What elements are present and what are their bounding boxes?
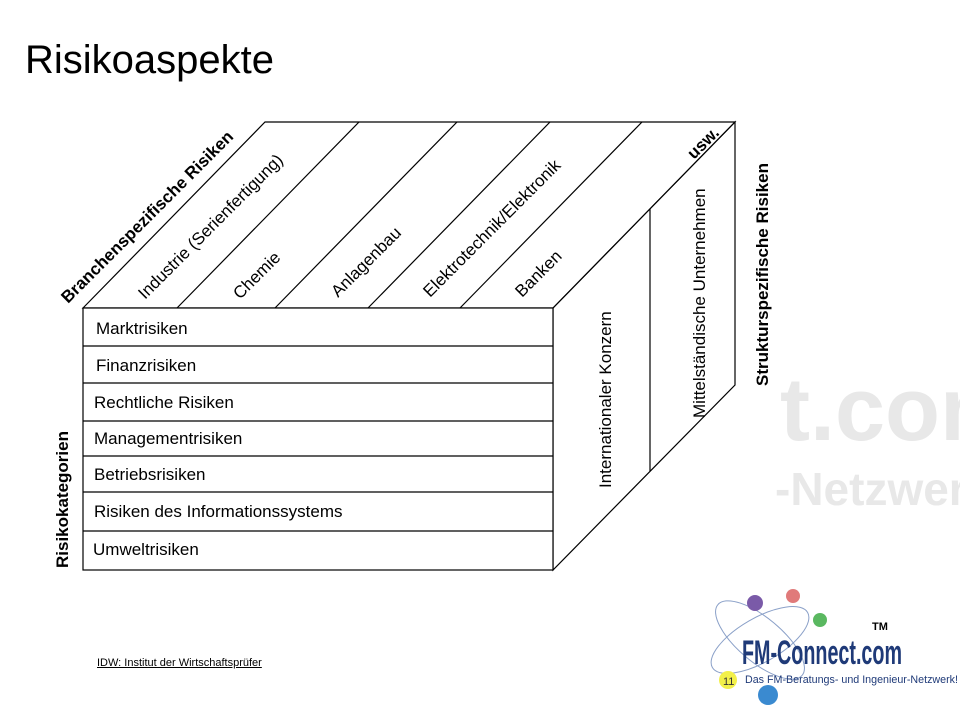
top-divider (176, 121, 360, 309)
top-divider (459, 121, 643, 309)
industry-label: Anlagenbau (327, 223, 405, 301)
watermark-line2: -Netzwerk! (775, 463, 960, 515)
logo-name: FM-Connect.com (742, 634, 902, 672)
industry-label: Banken (511, 247, 565, 301)
logo-trademark: TM (872, 621, 888, 633)
structure-label: Mittelständische Unternehmen (690, 188, 709, 418)
category-label: Umweltrisiken (93, 540, 199, 559)
industry-more-label: usw. (683, 123, 723, 163)
top-face (81, 121, 737, 309)
source-note: IDW: Institut der Wirtschaftsprüfer (97, 657, 262, 669)
structure-label: Internationaler Konzern (596, 311, 615, 488)
category-label: Risiken des Informationssystems (94, 502, 342, 521)
top-divider (274, 121, 458, 309)
watermark-line1: t.com (780, 360, 960, 460)
page-number: 11 (723, 676, 734, 688)
category-label: Finanzrisiken (96, 356, 196, 375)
page-number-badge (719, 671, 737, 689)
category-axis-label: Risikokategorien (53, 431, 72, 568)
category-label: Managementrisiken (94, 429, 242, 448)
cube-lines (81, 120, 737, 572)
slide-title: Risikoaspekte (25, 38, 275, 82)
category-label: Betriebsrisiken (94, 465, 206, 484)
fm-connect-logo: 11 FM-Connect.com TM Das FM-Beratungs- u… (710, 589, 958, 705)
category-label: Rechtliche Risiken (94, 393, 234, 412)
industry-label: Chemie (229, 248, 284, 303)
structure-axis-label: Strukturspezifische Risiken (753, 163, 772, 386)
category-label: Marktrisiken (96, 319, 188, 338)
risk-categories: Marktrisiken Finanzrisiken Rechtliche Ri… (93, 319, 342, 559)
logo-tagline: Das FM-Beratungs- und Ingenieur-Netzwerk… (745, 674, 958, 686)
watermark: t.com -Netzwerk! (775, 360, 960, 515)
top-divider (367, 121, 551, 309)
front-face (82, 307, 554, 571)
